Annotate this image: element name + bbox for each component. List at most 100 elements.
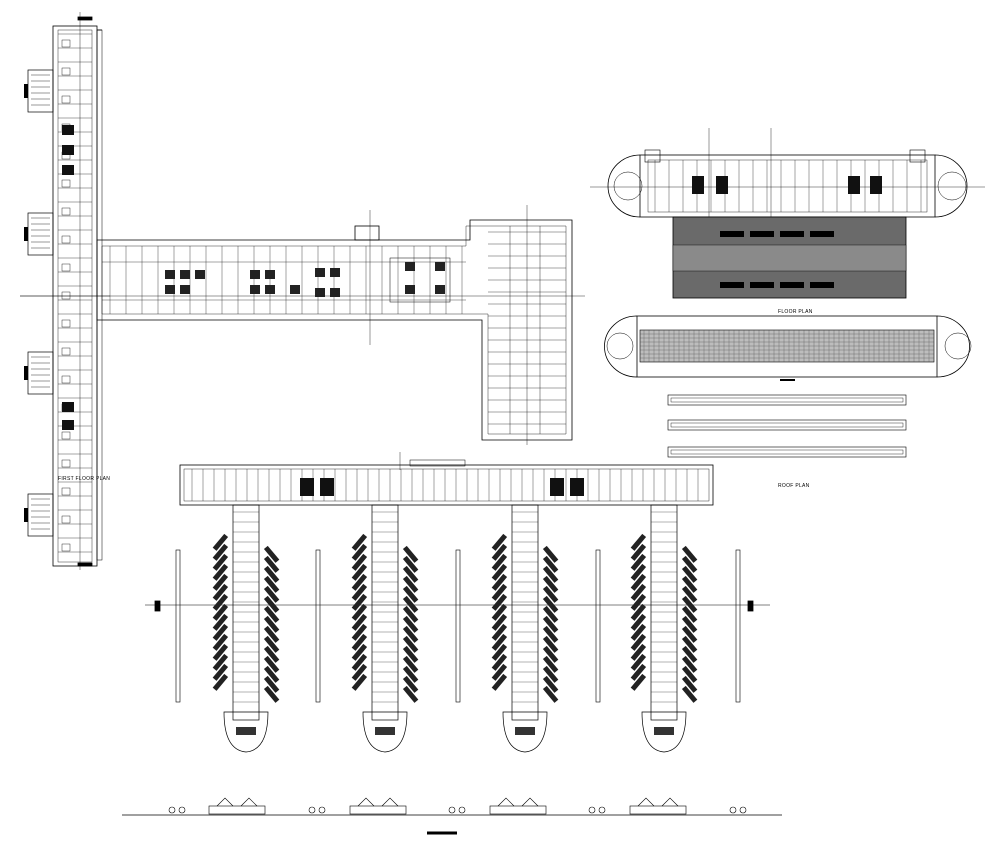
parking-stall [681,645,698,663]
bay-column [24,227,28,241]
parking-stall [542,665,559,683]
wing-fixture [654,727,674,735]
parking-stall [630,573,647,591]
furniture-block [550,478,564,496]
parking-stall [212,583,229,601]
furniture-block [62,145,74,155]
parking-stall [542,635,559,653]
parking-stall [263,605,280,623]
parking-stall [491,563,508,581]
furniture-block [250,270,260,279]
room-fixture [61,347,71,356]
wing-apse [641,711,687,753]
elevation-block [208,805,266,815]
tree-symbol [458,806,466,814]
floor-plan-drawing [590,128,985,299]
wing-body [371,504,399,721]
parking-stall [542,585,559,603]
wing-fixture [515,727,535,735]
parking-stall [681,555,698,573]
parking-stall [402,555,419,573]
furniture-block [405,262,415,271]
tree-symbol [168,806,176,814]
furniture-block [315,288,325,297]
parking-stall [212,593,229,611]
parking-stall [542,655,559,673]
wing-apse [502,711,548,753]
left-wing-plan [20,12,110,570]
room-fixture [61,95,71,104]
parking-stall [351,673,368,691]
elevation-elements [168,797,747,815]
furniture-block [330,288,340,297]
parking-stall [212,533,229,551]
parking-stall [351,643,368,661]
parking-stall [542,545,559,563]
parking-stall [402,565,419,583]
parking-stall [630,563,647,581]
parking-stall [681,615,698,633]
room-fixture [61,459,71,468]
furniture-block [716,176,728,194]
bench [720,231,744,237]
parking-stall [402,595,419,613]
planter [937,171,967,201]
room-fixture [61,515,71,524]
parking-stall [402,655,419,673]
parking-stall [681,565,698,583]
furniture-block [250,285,260,294]
parking-stall [212,613,229,631]
parking-stall [402,675,419,693]
floor-plan-label: FLOOR PLAN [778,309,813,315]
parking-stall [681,585,698,603]
parking-stall [542,685,559,703]
parking-stall [263,565,280,583]
bench [780,282,804,288]
parking-stall [491,573,508,591]
parking-stall [402,585,419,603]
furniture-block [315,268,325,277]
parking-stall [351,543,368,561]
room-fixture [61,319,71,328]
parking-stall [402,545,419,563]
parking-stall [681,685,698,703]
parking-stall [542,645,559,663]
parking-stall [263,545,280,563]
parking-stall [630,593,647,611]
parking-stall [212,633,229,651]
column-strip [315,549,321,703]
furniture-block [165,285,175,294]
column-strip [595,549,601,703]
furniture-block [165,270,175,279]
parking-stall [681,635,698,653]
parking-stall [491,553,508,571]
furniture-block [180,270,190,279]
bottom-block-plan [145,452,770,612]
parking-stall [681,545,698,563]
parking-stall [402,575,419,593]
section-elevations [667,394,907,458]
parking-stall [542,565,559,583]
parking-stall [351,553,368,571]
column-strip [175,549,181,703]
room-fixture [61,39,71,48]
stair-bay [27,351,54,395]
bottom-wings [175,504,741,753]
furniture-block [330,268,340,277]
wing-apse [362,711,408,753]
parking-stall [263,655,280,673]
parking-stall [351,623,368,641]
parking-stall [351,583,368,601]
furniture-block [320,478,334,496]
parking-stall [263,625,280,643]
floor-plan-rooms [613,160,967,288]
parking-stall [630,633,647,651]
parking-stall [630,603,647,621]
parking-stall [630,613,647,631]
bottom-block-rooms [191,469,699,501]
elevation-roof [497,797,539,807]
parking-stall [351,593,368,611]
parking-stall [212,623,229,641]
parking-stall [630,673,647,691]
